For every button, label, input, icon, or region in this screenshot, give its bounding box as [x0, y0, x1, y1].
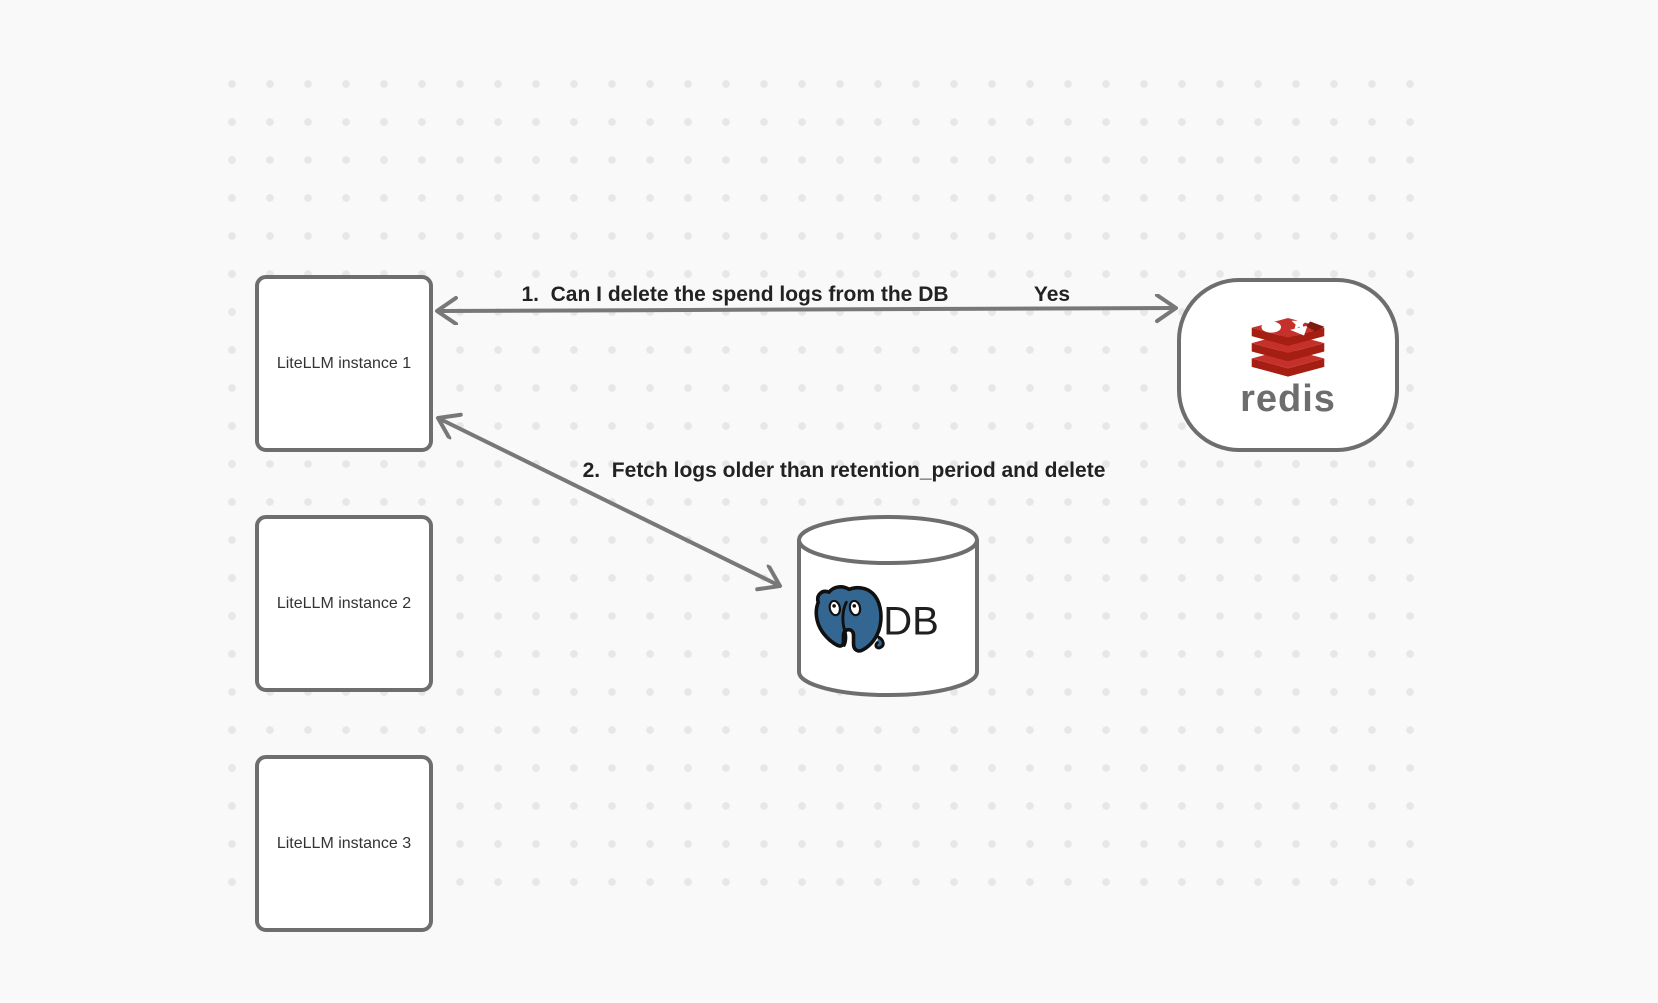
db-label: DB: [883, 599, 939, 643]
edge-instance1-redis[interactable]: [437, 308, 1176, 311]
edge2-label[interactable]: 2. Fetch logs older than retention_perio…: [582, 459, 1106, 482]
postgresql-elephant-icon: [814, 585, 885, 653]
edge1-response-label[interactable]: Yes: [1033, 283, 1071, 306]
db-node-content: DB: [813, 584, 939, 659]
redis-wordmark: redis: [1240, 378, 1336, 420]
node-litellm-instance-1[interactable]: LiteLLM instance 1: [255, 275, 433, 452]
node-litellm-instance-2[interactable]: LiteLLM instance 2: [255, 515, 433, 692]
node-litellm-instance-3[interactable]: LiteLLM instance 3: [255, 755, 433, 932]
edge1-label[interactable]: 1. Can I delete the spend logs from the …: [521, 283, 949, 306]
node-label-instance-2: LiteLLM instance 2: [276, 594, 412, 612]
node-redis[interactable]: redis: [1177, 278, 1399, 452]
node-label-instance-3: LiteLLM instance 3: [276, 834, 412, 852]
node-label-instance-1: LiteLLM instance 1: [276, 354, 412, 372]
node-database-cylinder[interactable]: [797, 515, 979, 697]
redis-logo-icon: [1251, 318, 1325, 377]
edge-instance1-database[interactable]: [438, 418, 780, 586]
